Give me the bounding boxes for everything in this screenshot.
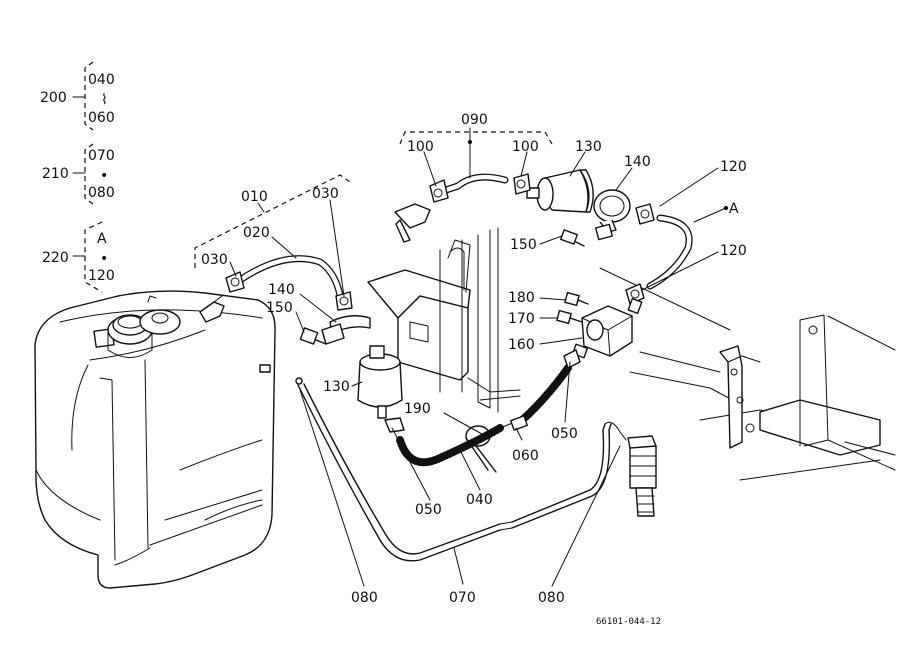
clamp-120-upper [635, 203, 655, 225]
group-bracket-010 [194, 174, 351, 268]
label-120-upper: 120 [720, 159, 747, 175]
group-bracket-090 [399, 131, 553, 145]
label-030-upper: 030 [312, 186, 339, 202]
clamp-030-left [225, 271, 245, 293]
bolt-170 [556, 309, 583, 325]
label-070: 070 [449, 590, 476, 606]
legend-label-A: A [97, 231, 107, 247]
label-150-upper: 150 [510, 237, 537, 253]
clip-050-upper [563, 349, 581, 369]
label-010: 010 [241, 189, 268, 205]
clip-190 [465, 425, 497, 473]
injection-nozzle [627, 435, 657, 517]
part-labels: 090 100 100 130 140 120 A 150 120 180 17… [201, 112, 747, 627]
label-100-left: 100 [407, 139, 434, 155]
legend-label-120: 120 [88, 268, 115, 284]
legend-dot-210: • [100, 168, 108, 184]
label-120-lower: 120 [720, 243, 747, 259]
clamp-030-right [335, 291, 353, 311]
label-040: 040 [466, 492, 493, 508]
legend-tilde: ⌇ [101, 92, 108, 108]
lower-filter-130 [357, 345, 403, 419]
upper-filter-130 [526, 169, 594, 213]
legend-bracket-220 [84, 221, 103, 293]
label-130-upper: 130 [575, 139, 602, 155]
label-180: 180 [508, 290, 535, 306]
label-160: 160 [508, 337, 535, 353]
label-170: 170 [508, 311, 535, 327]
legend-dot-220: • [100, 251, 108, 267]
hoses [236, 173, 693, 562]
legend-label-040: 040 [88, 72, 115, 88]
legend-label-060: 060 [88, 110, 115, 126]
label-190: 190 [404, 401, 431, 417]
label-080-left: 080 [351, 590, 378, 606]
label-050-upper: 050 [551, 426, 578, 442]
bolt-180 [564, 291, 589, 307]
legend-label-070: 070 [88, 148, 115, 164]
label-100-right: 100 [512, 139, 539, 155]
label-030-lower: 030 [201, 252, 228, 268]
bolt-150-lower [299, 327, 327, 345]
legend-label-080: 080 [88, 185, 115, 201]
label-130-lower: 130 [323, 379, 350, 395]
fuel-pump-160 [571, 297, 643, 359]
clamp-120-lower [625, 283, 645, 305]
label-080-right: 080 [538, 590, 565, 606]
clamp-100-right [513, 173, 531, 195]
legend-label-210: 210 [42, 166, 69, 182]
inlet-fitting [394, 203, 431, 229]
label-090: 090 [461, 112, 488, 128]
filter-bracket-140-upper [593, 189, 631, 241]
legend-bracket-200 [84, 61, 94, 131]
legend-label-220: 220 [42, 250, 69, 266]
label-060: 060 [512, 448, 539, 464]
legend-bracket-210 [84, 143, 94, 205]
legend-label-200: 200 [40, 90, 67, 106]
legend-group: 200 040 ⌇ 060 210 070 • 080 220 A • 120 [40, 61, 115, 293]
label-050-lower: 050 [415, 502, 442, 518]
label-140-lower: 140 [268, 282, 295, 298]
label-020: 020 [243, 225, 270, 241]
clip-050-lower [384, 417, 405, 433]
drawing-id: 66101-044-12 [596, 617, 661, 627]
fuel-tank [34, 290, 276, 589]
components [225, 169, 657, 517]
label-140-upper: 140 [624, 154, 651, 170]
label-150-lower: 150 [266, 300, 293, 316]
clamp-100-left [429, 179, 449, 203]
label-A: A [729, 201, 739, 217]
right-frame [599, 267, 896, 481]
leader-lines [229, 127, 729, 587]
bolt-150-upper [560, 229, 585, 247]
joint-060 [510, 415, 528, 431]
filter-bracket-140-lower [321, 315, 371, 345]
